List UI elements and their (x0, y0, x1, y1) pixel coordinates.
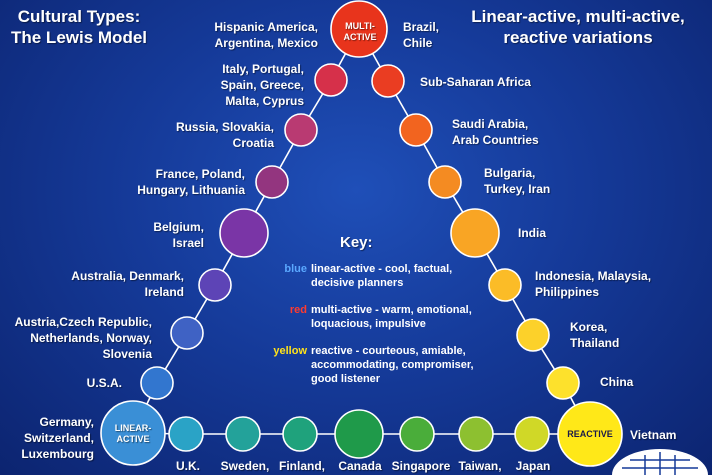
title-left: Cultural Types: The Lewis Model (10, 7, 148, 47)
node-multi-active (330, 0, 388, 58)
key-row-yellow: yellow reactive - courteous, amiable, ac… (263, 344, 523, 388)
node-australia (198, 268, 232, 302)
key-word-red: red (289, 304, 307, 316)
label-saudi: Saudi Arabia, Arab Countries (452, 117, 539, 147)
label-russia: Russia, Slovakia, Croatia (175, 120, 274, 150)
key-desc-yellow: reactive - courteous, amiable, accommoda… (311, 345, 474, 385)
label-singapore: Singapore (391, 459, 451, 473)
node-subsaharan (371, 64, 405, 98)
label-sweden: Sweden, (220, 459, 270, 473)
node-italy (314, 63, 348, 97)
node-belgium (219, 208, 269, 258)
node-taiwan (458, 416, 494, 452)
label-canada: Canada (338, 459, 382, 473)
label-hispanic: Hispanic America, Argentina, Mexico (214, 20, 318, 50)
label-finland: Finland, (279, 459, 325, 473)
apex-multi-label: MULTI- ACTIVE (343, 21, 377, 42)
node-india (450, 208, 500, 258)
label-belgium: Belgium, Israel (153, 220, 204, 250)
key-row-blue: blue linear-active - cool, factual, deci… (263, 262, 523, 292)
node-france (255, 165, 289, 199)
label-vietnam: Vietnam (630, 428, 677, 442)
label-subsaharan: Sub-Saharan Africa (420, 75, 531, 89)
label-indonesia: Indonesia, Malaysia, Philippines (535, 269, 652, 299)
label-brazil: Brazil, Chile (403, 20, 440, 50)
key-row-red: red multi-active - warm, emotional, loqu… (263, 303, 523, 333)
label-germany: Germany, Switzerland, Luxembourg (21, 415, 94, 461)
node-uk (168, 416, 204, 452)
key-title: Key: (340, 234, 373, 251)
apex-reactive-label: REACTIVE (567, 429, 613, 439)
node-china (546, 366, 580, 400)
key-word-yellow: yellow (273, 345, 307, 357)
label-korea: Korea, Thailand (570, 320, 620, 350)
label-japan: Japan (515, 459, 551, 473)
label-australia: Australia, Denmark, Ireland (71, 269, 184, 299)
title-right: Linear-active, multi-active, reactive va… (471, 7, 685, 47)
key-desc-red: multi-active - warm, emotional, loquacio… (311, 304, 472, 330)
node-sweden (225, 416, 261, 452)
key-desc-blue: linear-active - cool, factual, decisive … (311, 263, 453, 289)
node-indonesia (488, 268, 522, 302)
label-italy: Italy, Portugal, Spain, Greece, Malta, C… (220, 62, 304, 108)
node-russia (284, 113, 318, 147)
node-singapore (399, 416, 435, 452)
label-austria: Austria,Czech Republic, Netherlands, Nor… (14, 315, 152, 361)
node-canada (334, 409, 384, 459)
label-taiwan: Taiwan, (458, 459, 502, 473)
label-china: China (600, 375, 634, 389)
node-linear-active (100, 400, 166, 466)
label-uk: U.K. (176, 459, 200, 473)
key-word-blue: blue (284, 263, 307, 275)
apex-linear-label: LINEAR- ACTIVE (114, 423, 152, 444)
node-korea (516, 318, 550, 352)
node-bulgaria (428, 165, 462, 199)
label-usa: U.S.A. (86, 376, 122, 390)
node-reactive (557, 401, 623, 467)
label-france: France, Poland, Hungary, Lithuania (137, 167, 245, 197)
node-austria (170, 316, 204, 350)
logo-emblem (612, 449, 708, 475)
node-saudi (399, 113, 433, 147)
node-usa (140, 366, 174, 400)
node-japan (514, 416, 550, 452)
label-bulgaria: Bulgaria, Turkey, Iran (484, 166, 551, 196)
node-finland (282, 416, 318, 452)
label-india: India (518, 226, 547, 240)
